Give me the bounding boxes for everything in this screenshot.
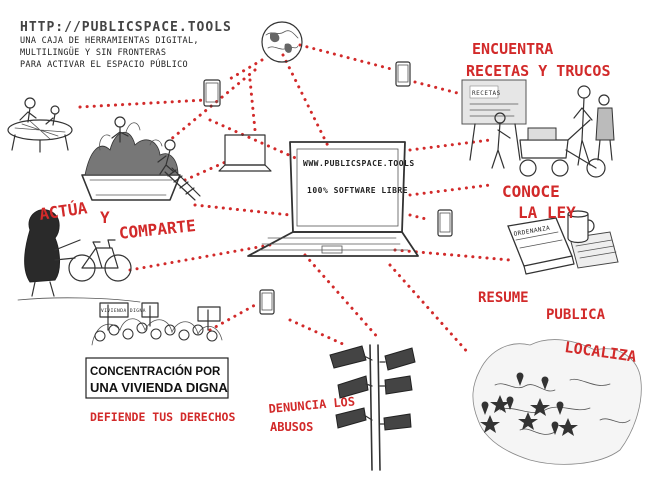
central-laptop: WWW.PUBLICSPACE.TOOLS 100% SOFTWARE LIBR… <box>247 141 419 257</box>
coffee-mug-illustration <box>567 210 595 244</box>
protest-sign-text: VIVIENDA DIGNA <box>101 308 146 314</box>
label-conoce: CONOCE <box>502 182 560 201</box>
smartphone-icon-right <box>437 209 453 237</box>
connector-lines <box>78 43 512 357</box>
label-defiende-derechos: DEFIENDE TUS DERECHOS <box>90 410 236 424</box>
europe-map-illustration <box>472 339 642 465</box>
skip-garden-illustration <box>81 116 201 201</box>
tagline-line-3: PARA ACTIVAR EL ESPACIO PÚBLICO <box>20 60 188 70</box>
recipes-whiteboard-illustration: RECETAS <box>461 79 527 161</box>
small-laptop-icon <box>218 134 272 172</box>
smartphone-icon <box>395 61 411 87</box>
globe-icon <box>261 21 303 63</box>
law-book-illustration: ORDENANZA <box>507 217 619 275</box>
label-resume: RESUME <box>478 290 529 306</box>
banner-line-1: CONCENTRACIÓN POR <box>90 365 221 378</box>
tablet-icon <box>203 79 221 107</box>
label-publica: PUBLICA <box>546 307 606 323</box>
laptop-screen-tagline: 100% SOFTWARE LIBRE <box>307 186 408 195</box>
banner-line-2: UNA VIVIENDA DIGNA <box>90 380 228 395</box>
label-encuentra: ENCUENTRA <box>472 40 554 58</box>
site-url: HTTP://PUBLICSPACE.TOOLS <box>20 20 232 35</box>
label-recetas-trucos: RECETAS Y TRUCOS <box>466 62 611 80</box>
label-abusos: ABUSOS <box>270 420 314 434</box>
cctv-cameras-illustration <box>329 344 416 471</box>
graffiti-person-illustration <box>24 209 81 297</box>
tagline-line-1: UNA CAJA DE HERRAMIENTAS DIGITAL, <box>20 36 199 46</box>
people-gardening-illustration <box>7 97 73 153</box>
protest-illustration: VIVIENDA DIGNA <box>85 302 229 399</box>
laptop-screen-url: WWW.PUBLICSPACE.TOOLS <box>303 159 415 168</box>
smartphone-icon-bottom <box>259 289 275 315</box>
food-cart-illustration <box>491 85 615 178</box>
label-la-ley: LA LEY <box>518 203 576 222</box>
label-y: Y <box>100 208 110 227</box>
ground-line-left <box>17 297 141 303</box>
whiteboard-text: RECETAS <box>472 90 501 97</box>
tagline-line-2: MULTILINGÜE Y SIN FRONTERAS <box>20 48 167 58</box>
bicycle-illustration <box>68 239 132 282</box>
header-block: HTTP://PUBLICSPACE.TOOLS UNA CAJA DE HER… <box>20 20 232 71</box>
